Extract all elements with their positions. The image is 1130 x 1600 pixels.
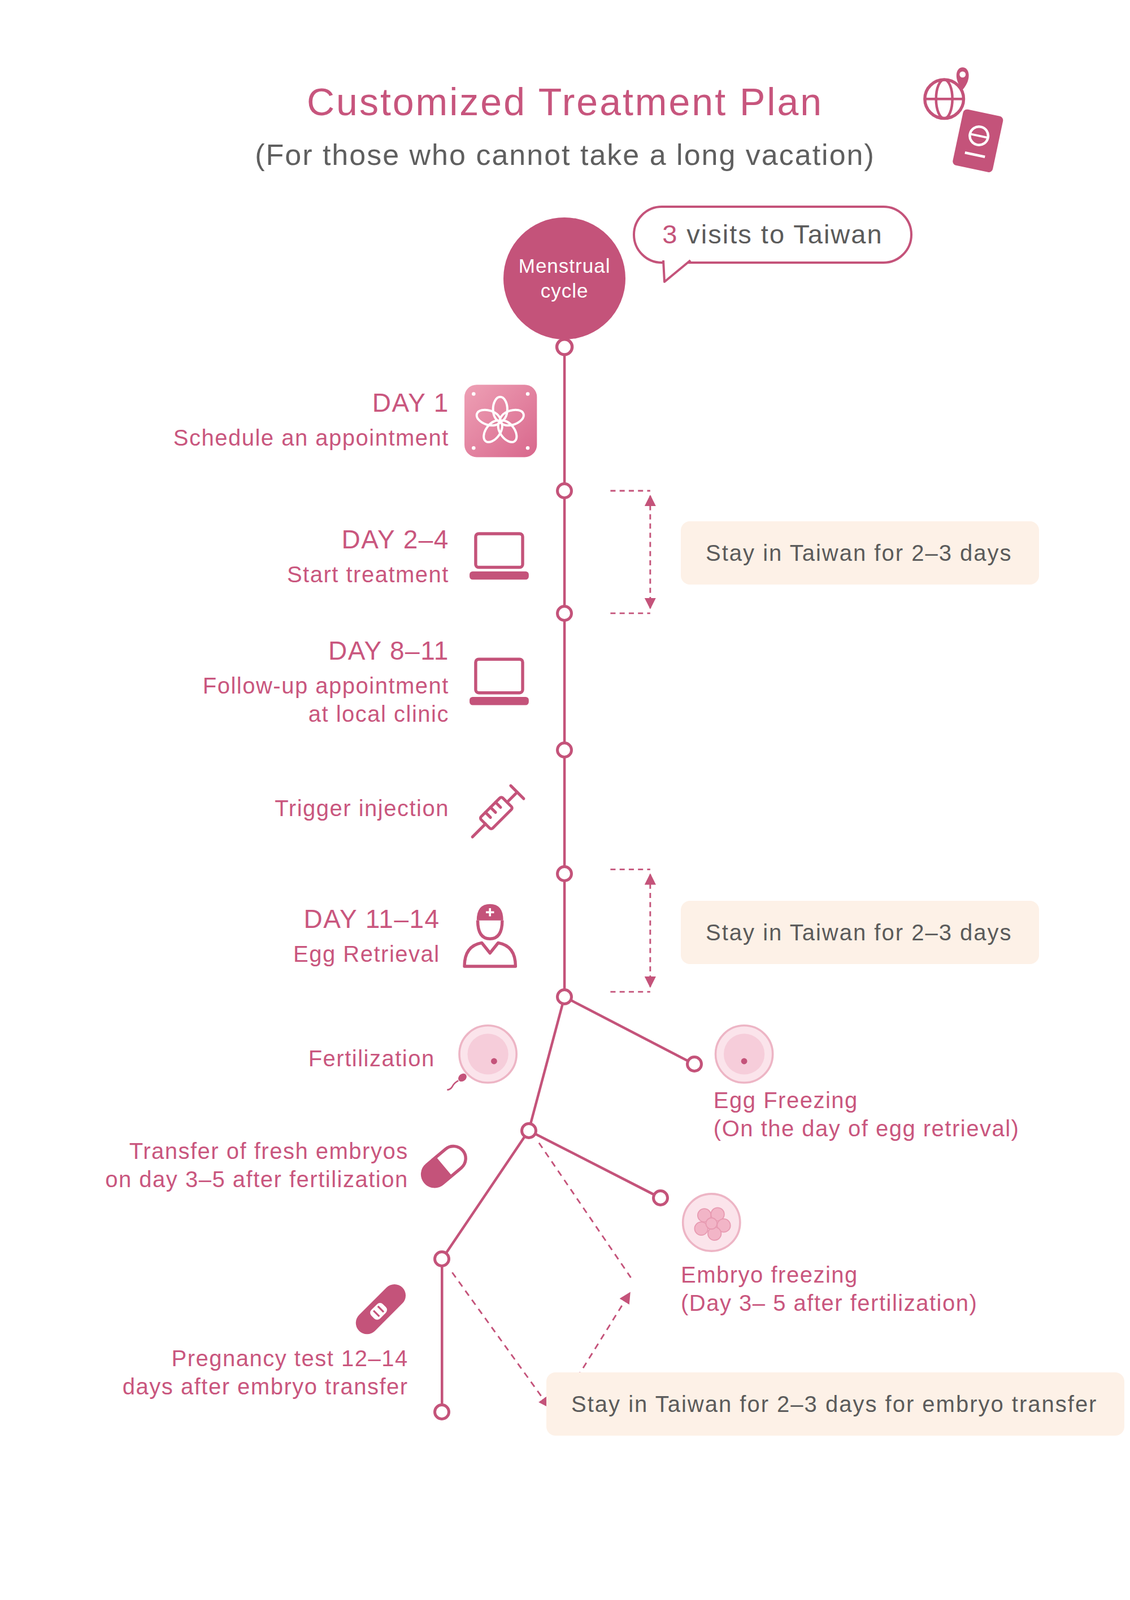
laptop-icon bbox=[469, 659, 529, 706]
step-day: DAY 2–4 bbox=[341, 523, 450, 557]
stay-box: Stay in Taiwan for 2–3 days bbox=[680, 521, 1040, 585]
stay-box: Stay in Taiwan for 2–3 days bbox=[680, 901, 1040, 965]
step-label: (Day 3– 5 after fertilization) bbox=[680, 1289, 978, 1318]
step-label: Follow-up appointment at local clinic bbox=[200, 671, 450, 729]
timeline-connector bbox=[530, 1004, 563, 1125]
timeline-connector bbox=[563, 338, 567, 484]
step-day: DAY 8–11 bbox=[328, 635, 450, 668]
egg-illustration bbox=[446, 1026, 517, 1091]
speech-bubble: 3 visits to Taiwan bbox=[632, 205, 912, 264]
timeline-dot: Fertilization bbox=[520, 1122, 538, 1140]
timeline-connector bbox=[571, 1000, 688, 1062]
step-label: Schedule an appointment bbox=[173, 423, 450, 452]
step-label: Fertilization bbox=[308, 1044, 436, 1073]
egg-illustration bbox=[715, 1026, 773, 1084]
stay-bracket bbox=[610, 490, 650, 993]
step-label: Pregnancy test 12–14 days after embryo t… bbox=[120, 1344, 409, 1402]
bubble-tail bbox=[659, 260, 700, 286]
laptop-icon bbox=[469, 533, 529, 580]
timeline-dot: Trigger injection bbox=[555, 865, 573, 883]
timeline-connector bbox=[440, 1266, 444, 1406]
travel-icon bbox=[924, 67, 1005, 173]
timeline-dot: Egg Freezing(On the day of egg retrieval… bbox=[685, 1055, 703, 1073]
step-label: Start treatment bbox=[287, 560, 450, 589]
stay-text: Stay in Taiwan for 2–3 days for embryo t… bbox=[571, 1389, 1100, 1420]
timeline-dot: Embryo freezing(Day 3– 5 after fertiliza… bbox=[652, 1189, 669, 1207]
timeline-dot: Pregnancy test 12–14 days after embryo t… bbox=[433, 1404, 451, 1421]
timeline-dot: DAY 1Schedule an appointment bbox=[555, 482, 573, 500]
cycle-circle: Menstrual cycle bbox=[503, 217, 626, 340]
pregnancy-test-icon bbox=[351, 1280, 411, 1340]
capsule-icon bbox=[417, 1141, 471, 1193]
timeline-dot: DAY 11–14Egg Retrieval bbox=[555, 988, 573, 1006]
timeline-connector bbox=[563, 881, 567, 991]
step-label: (On the day of egg retrieval) bbox=[713, 1114, 1020, 1143]
timeline-dot: DAY 2–4Start treatment bbox=[555, 605, 573, 623]
bubble-text: 3 visits to Taiwan bbox=[662, 218, 883, 252]
timeline-connector bbox=[563, 620, 567, 743]
timeline-connector bbox=[563, 757, 567, 867]
timeline-dot: Transfer of fresh embryos on day 3–5 aft… bbox=[433, 1250, 451, 1268]
timeline-dot: DAY 8–11Follow-up appointment at local c… bbox=[555, 741, 573, 759]
stay-box: Stay in Taiwan for 2–3 days for embryo t… bbox=[546, 1372, 1125, 1437]
doctor-icon bbox=[464, 904, 516, 967]
step-day: DAY 1 bbox=[372, 387, 450, 420]
stay-text: Stay in Taiwan for 2–3 days bbox=[705, 918, 1015, 948]
step-label: Transfer of fresh embryos on day 3–5 aft… bbox=[103, 1137, 409, 1194]
diagram-title: Customized Treatment Plan bbox=[306, 77, 824, 126]
circle-label: Menstrual cycle bbox=[510, 253, 619, 304]
frozen-transfer-path bbox=[452, 1143, 631, 1408]
app-icon bbox=[464, 384, 537, 458]
embryo-illustration bbox=[683, 1194, 741, 1252]
timeline-connector bbox=[446, 1137, 525, 1254]
stay-text: Stay in Taiwan for 2–3 days bbox=[705, 538, 1015, 568]
step-label: Egg Retrieval bbox=[293, 940, 441, 969]
subtitle: (For those who cannot take a long vacati… bbox=[254, 136, 876, 174]
timeline-dot bbox=[557, 339, 573, 355]
syringe-icon bbox=[466, 785, 524, 844]
step-day: DAY 11–14 bbox=[303, 903, 441, 937]
step-label: Egg Freezing bbox=[713, 1086, 859, 1115]
step-label: Trigger injection bbox=[274, 794, 450, 823]
step-label: Embryo freezing bbox=[680, 1261, 859, 1290]
timeline-connector bbox=[563, 498, 567, 607]
